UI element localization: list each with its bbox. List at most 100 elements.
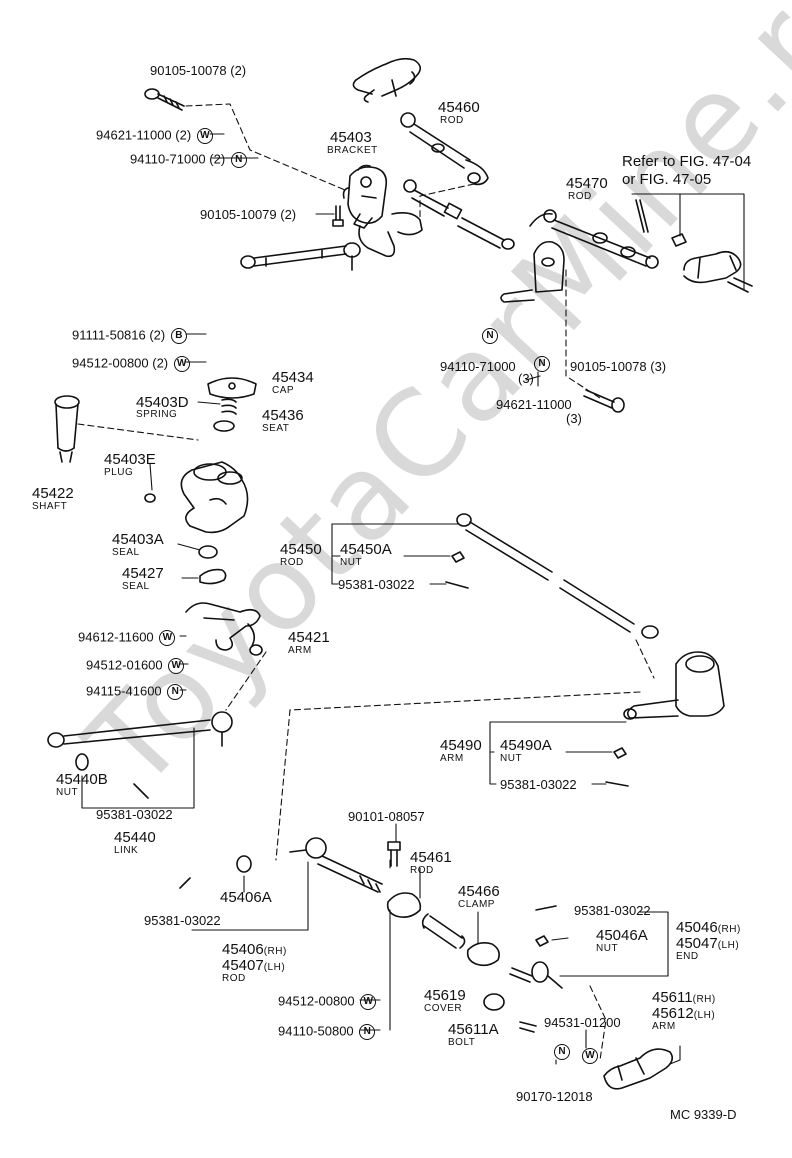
label-lh: (LH) — [263, 962, 286, 973]
refer-note-line2: or FIG. 47-05 — [622, 171, 712, 188]
label-text: 45046 — [676, 919, 718, 936]
gear-housing-icon — [180, 461, 249, 534]
pin-95381-e-icon — [179, 877, 191, 889]
label-text: 94512-00800 (2) — [72, 355, 169, 371]
refer-note-line1: Refer to FIG. 47-04 — [622, 153, 752, 170]
label-94110-71000: 94110-71000 — [440, 359, 516, 374]
label-45612: 45612(LH) — [652, 1006, 715, 1021]
nut-45490A-icon — [613, 747, 627, 759]
label-text: 94115-41600 — [86, 683, 162, 699]
label-seat: SEAT — [262, 423, 290, 434]
label-94512-01600: 94512-01600 W — [86, 657, 185, 674]
knuckle-arm-right-icon — [683, 250, 753, 293]
leader-dashed-1 — [185, 103, 346, 191]
bolt-45611A-icon — [519, 1021, 537, 1033]
label-45470: 45470 — [566, 175, 608, 192]
label-arm-3: ARM — [652, 1021, 676, 1032]
label-lh: (LH) — [717, 940, 740, 951]
label-91111-50816-2: 91111-50816 (2) B — [72, 328, 187, 344]
pin-95381-a-icon — [445, 581, 469, 589]
rod-45406-icon — [289, 837, 383, 893]
seal-45427-icon — [199, 568, 227, 585]
label-95381-c: 95381-03022 — [96, 807, 173, 822]
label-94512-00800-2: 94512-00800 (2) W — [72, 356, 190, 372]
washer-symbol-icon: W — [360, 994, 377, 1010]
bolt-symbol-icon: B — [170, 328, 187, 344]
idler-arm-45490-icon — [623, 651, 725, 720]
rod-45460-icon — [400, 112, 489, 186]
label-45422: 45422 — [32, 485, 74, 502]
label-rh: (RH) — [692, 994, 716, 1005]
idler-arm-top-icon — [500, 240, 565, 303]
label-45450A: 45450A — [340, 541, 392, 558]
label-text: 45407 — [222, 957, 264, 974]
shaft-45422-icon — [54, 395, 80, 463]
label-text: 94512-01600 — [86, 657, 163, 673]
label-45046: 45046(RH) — [676, 920, 741, 935]
pin-95381-b-icon — [605, 781, 629, 787]
label-text: 45611 — [652, 989, 693, 1006]
nut-45046A-icon — [535, 935, 549, 947]
plug-icon — [144, 493, 156, 503]
bolt-90101-icon — [387, 841, 401, 867]
nut-symbol-mid: N — [532, 356, 550, 372]
nut-symbol-icon: N — [534, 356, 550, 372]
label-45403: 45403 — [330, 129, 372, 146]
label-45406A: 45406A — [220, 889, 272, 906]
label-seal-1: SEAL — [112, 547, 140, 558]
block-icon — [386, 892, 422, 918]
label-nut-2: NUT — [500, 753, 523, 764]
label-90105-10078-2: 90105-10078 (2) — [150, 63, 247, 78]
rod-45461-icon — [421, 913, 466, 949]
clamp-icon — [466, 942, 500, 967]
cotter-pin-icon — [635, 199, 649, 233]
label-rod-45461: ROD — [410, 865, 434, 876]
label-shaft: SHAFT — [32, 501, 68, 512]
label-bracket: BRACKET — [327, 145, 378, 156]
washer-symbol-icon: W — [159, 630, 176, 646]
cap-45434-icon — [207, 377, 257, 399]
nut-45440B-icon — [75, 753, 89, 771]
label-qty3a: (3) — [518, 371, 534, 386]
label-94115-41600: 94115-41600 N — [86, 683, 184, 700]
pin-95381-d-icon — [535, 905, 557, 911]
relay-rod-icon — [403, 179, 515, 250]
label-94621-11000-2: 94621-11000 (2) W — [96, 128, 213, 144]
bolt-top-icon — [144, 88, 185, 111]
label-spring: SPRING — [136, 409, 178, 420]
label-45440B: 45440B — [56, 771, 108, 788]
label-arm-1: ARM — [288, 645, 312, 656]
label-95381-b: 95381-03022 — [500, 777, 577, 792]
label-45047: 45047(LH) — [676, 936, 739, 951]
arm-45421-icon — [185, 602, 263, 656]
label-94612-11600: 94612-11600 W — [78, 629, 176, 646]
nut-top-icon — [671, 233, 687, 247]
rod-left-top-icon — [240, 242, 361, 271]
washer-symbol-bottom: W — [580, 1048, 598, 1064]
label-45619: 45619 — [424, 987, 466, 1004]
label-90170-12018: 90170-12018 — [516, 1089, 593, 1104]
spring-45403D-icon — [221, 398, 237, 415]
bolt-10078-3-icon — [583, 389, 625, 413]
label-94110-71000-2: 94110-71000 (2) N — [130, 152, 247, 168]
label-nut-4: NUT — [596, 943, 619, 954]
drawing-code: MC 9339-D — [670, 1107, 737, 1122]
label-end: END — [676, 951, 699, 962]
nut-symbol-bottom: N — [552, 1044, 570, 1060]
label-90101-08057: 90101-08057 — [348, 809, 425, 824]
label-rod-45470: ROD — [568, 191, 592, 202]
label-45440: 45440 — [114, 829, 156, 846]
label-rod-45460: ROD — [440, 115, 464, 126]
nut-symbol-icon: N — [359, 1024, 376, 1040]
bolt-10079-icon — [332, 205, 344, 227]
label-94531-01200: 94531-01200 — [544, 1015, 621, 1030]
label-45403E: 45403E — [104, 451, 156, 468]
seal-45403A-icon — [198, 545, 218, 559]
label-45403D: 45403D — [136, 394, 189, 411]
label-arm-2: ARM — [440, 753, 464, 764]
label-95381-d: 95381-03022 — [574, 903, 651, 918]
label-text: 94612-11600 — [78, 629, 154, 645]
label-45611A: 45611A — [448, 1021, 499, 1038]
label-94621-11000: 94621-11000 — [496, 397, 572, 412]
